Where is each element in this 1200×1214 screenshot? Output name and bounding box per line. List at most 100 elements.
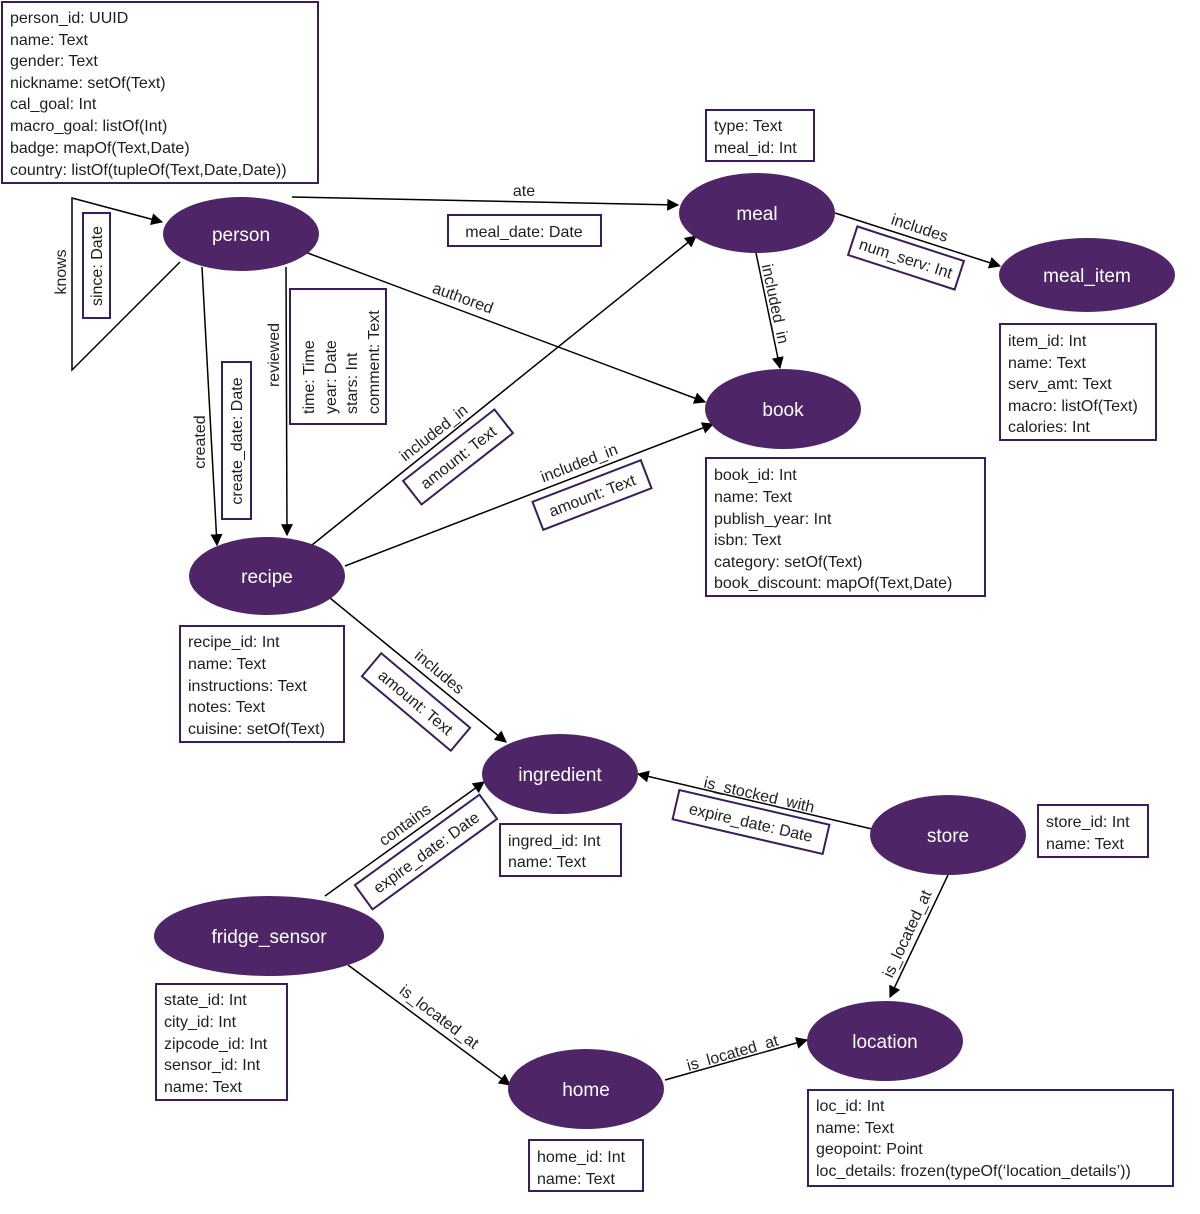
edge-ate [291, 196, 680, 211]
svg-text:ingred_id: Int: ingred_id: Int [508, 833, 601, 850]
edge-label-authored: authored [430, 280, 495, 318]
node-person[interactable]: person [163, 197, 319, 271]
svg-text:person_id: UUID: person_id: UUID [10, 10, 128, 27]
edge-included-in-recipe-book [344, 422, 715, 567]
attributes-fridge-sensor: state_id: Int city_id: Int zipcode_id: I… [155, 983, 288, 1101]
attributes-meal-item: item_id: Int name: Text serv_amt: Text m… [999, 323, 1157, 441]
edge-is-stocked-with [636, 770, 873, 830]
svg-text:cuisine: setOf(Text): cuisine: setOf(Text) [188, 721, 325, 738]
svg-text:name: Text: name: Text [164, 1079, 243, 1096]
edge-label-is-located-at-store: is_located_at [880, 887, 935, 980]
svg-text:name: Text: name: Text [714, 489, 793, 506]
svg-text:time: Time: time: Time [301, 340, 318, 414]
edge-label-knows: knows [53, 249, 70, 294]
attributes-store: store_id: Int name: Text [1037, 804, 1149, 858]
svg-text:nickname: setOf(Text): nickname: setOf(Text) [10, 75, 166, 92]
edge-label-is-located-at-sensor: is_located_at [396, 982, 482, 1053]
attributes-ingredient: ingred_id: Int name: Text [499, 823, 622, 877]
svg-text:gender: Text: gender: Text [10, 53, 98, 70]
svg-text:zipcode_id: Int: zipcode_id: Int [164, 1036, 268, 1053]
svg-text:recipe: recipe [241, 567, 293, 588]
svg-text:name: Text: name: Text [188, 656, 267, 673]
svg-text:state_id: Int: state_id: Int [164, 992, 247, 1009]
svg-text:loc_id: Int: loc_id: Int [816, 1098, 885, 1115]
edge-label-is-located-at-home: is_located_at [685, 1032, 781, 1074]
svg-text:home: home [562, 1080, 610, 1101]
edge-includes-meal-item [834, 212, 1002, 269]
svg-text:name: Text: name: Text [10, 32, 89, 49]
svg-text:since: Date: since: Date [89, 226, 106, 306]
svg-text:comment: Text: comment: Text [366, 310, 383, 414]
svg-text:name: Text: name: Text [1046, 836, 1125, 853]
node-ingredient[interactable]: ingredient [482, 734, 638, 814]
svg-text:notes: Text: notes: Text [188, 699, 266, 716]
edge-includes-ingredient [329, 597, 507, 743]
edge-label-ate: ate [513, 183, 535, 200]
edge-knows [71, 197, 181, 372]
svg-text:macro_goal: listOf(Int): macro_goal: listOf(Int) [10, 118, 167, 135]
attributes-recipe: recipe_id: Int name: Text instructions: … [179, 625, 345, 743]
svg-text:sensor_id: Int: sensor_id: Int [164, 1057, 261, 1074]
svg-text:name: Text: name: Text [816, 1120, 895, 1137]
edge-label-included-in-meal-book: included_in [758, 263, 791, 346]
svg-text:name: Text: name: Text [537, 1171, 616, 1188]
svg-text:badge: mapOf(Text,Date): badge: mapOf(Text,Date) [10, 140, 190, 157]
svg-text:item_id: Int: item_id: Int [1008, 333, 1087, 350]
node-recipe[interactable]: recipe [189, 537, 345, 615]
svg-text:store_id: Int: store_id: Int [1046, 814, 1130, 831]
svg-text:book_discount: mapOf(Text,Date: book_discount: mapOf(Text,Date) [714, 575, 952, 592]
edge-created [201, 266, 223, 547]
node-location[interactable]: location [807, 1001, 963, 1081]
svg-text:fridge_sensor: fridge_sensor [211, 927, 327, 948]
edge-contains [324, 781, 485, 897]
svg-text:type: Text: type: Text [714, 118, 783, 135]
svg-text:book_id: Int: book_id: Int [714, 467, 797, 484]
svg-text:serv_amt: Text: serv_amt: Text [1008, 376, 1112, 393]
edge-authored [304, 251, 707, 404]
node-meal[interactable]: meal [679, 173, 835, 253]
svg-text:book: book [762, 400, 804, 421]
svg-text:meal: meal [736, 204, 777, 225]
svg-text:home_id: Int: home_id: Int [537, 1149, 626, 1166]
edge-is-located-at-sensor [347, 964, 511, 1086]
svg-text:publish_year: Int: publish_year: Int [714, 511, 832, 528]
attributes-book: book_id: Int name: Text publish_year: In… [705, 457, 986, 597]
node-book[interactable]: book [705, 369, 861, 449]
svg-text:country: listOf(tupleOf(Text,D: country: listOf(tupleOf(Text,Date,Date)) [10, 162, 287, 179]
svg-text:year: Date: year: Date [323, 340, 340, 414]
edge-property-since: since: Date [82, 212, 111, 319]
edge-label-reviewed: reviewed [266, 323, 283, 387]
node-home[interactable]: home [508, 1049, 664, 1129]
svg-text:city_id: Int: city_id: Int [164, 1014, 237, 1031]
svg-text:cal_goal: Int: cal_goal: Int [10, 96, 97, 113]
svg-text:meal_id: Int: meal_id: Int [714, 140, 797, 157]
edge-included-in-meal-book [755, 252, 784, 370]
attributes-location: loc_id: Int name: Text geopoint: Point l… [807, 1089, 1174, 1187]
edge-property-create-date: create_date: Date [221, 361, 252, 520]
edge-property-meal-date: meal_date: Date [447, 214, 602, 247]
svg-text:loc_details: frozen(typeOf(‘lo: loc_details: frozen(typeOf(‘location_det… [816, 1163, 1131, 1180]
node-fridge-sensor[interactable]: fridge_sensor [154, 896, 384, 976]
svg-text:name: Text: name: Text [508, 854, 587, 871]
edge-is-located-at-store [889, 874, 949, 999]
node-meal-item[interactable]: meal_item [999, 238, 1175, 312]
attributes-meal: type: Text meal_id: Int [705, 109, 815, 162]
svg-text:macro: listOf(Text): macro: listOf(Text) [1008, 398, 1138, 415]
svg-text:meal_item: meal_item [1043, 266, 1131, 287]
svg-text:ingredient: ingredient [518, 765, 602, 786]
edge-reviewed [280, 266, 293, 537]
svg-text:create_date: Date: create_date: Date [229, 377, 246, 504]
edge-included-in-recipe-meal [311, 235, 697, 546]
svg-text:instructions: Text: instructions: Text [188, 678, 307, 695]
attributes-home: home_id: Int name: Text [528, 1139, 644, 1192]
svg-text:recipe_id: Int: recipe_id: Int [188, 634, 280, 651]
svg-text:geopoint: Point: geopoint: Point [816, 1141, 923, 1158]
svg-text:category: setOf(Text): category: setOf(Text) [714, 554, 863, 571]
svg-text:name: Text: name: Text [1008, 355, 1087, 372]
edge-label-created: created [192, 415, 209, 468]
edge-property-review: time: Time year: Date stars: Int comment… [289, 288, 387, 425]
edge-is-located-at-home [664, 1037, 809, 1081]
node-store[interactable]: store [870, 795, 1026, 875]
attributes-person: person_id: UUID name: Text gender: Text … [1, 1, 319, 184]
